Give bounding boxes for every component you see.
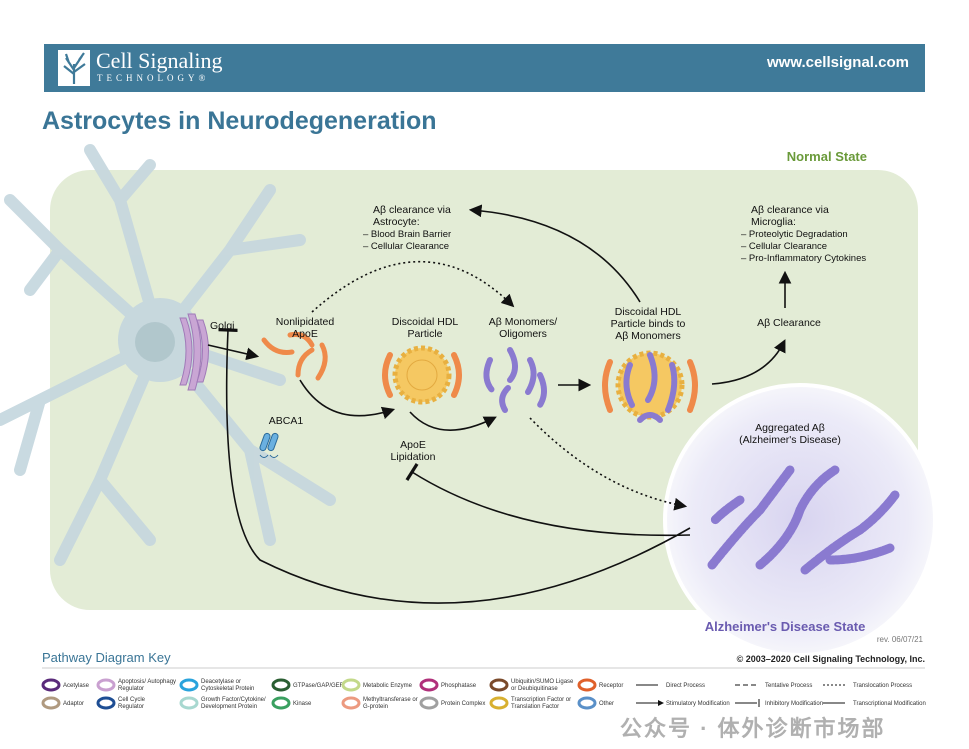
hdl-particle-icon [382, 345, 462, 405]
key-line-label: Direct Process [666, 683, 705, 689]
key-swatch [271, 678, 291, 692]
aggregated-inhibits-golgi [218, 327, 691, 604]
monomers-label: Aβ Monomers/ [489, 316, 558, 328]
aggregated-label: (Alzheimer's Disease) [739, 434, 841, 446]
aggregated-label: Aggregated Aβ [755, 422, 825, 434]
microglia-clearance-label: Aβ clearance via [751, 204, 829, 216]
revision-date: rev. 06/07/21 [876, 635, 923, 644]
golgi-label: Golgi [210, 320, 235, 332]
page-title: Astrocytes in Neurodegeneration [42, 107, 437, 135]
monomers-label: Oligomers [499, 328, 547, 340]
clearance-label: Aβ Clearance [757, 317, 821, 329]
key-arrowhead [658, 700, 664, 706]
microglia-clearance-item: – Cellular Clearance [741, 241, 827, 252]
key-swatch [96, 678, 116, 692]
bound-label: Particle binds to [611, 318, 686, 330]
pathway-arrows [207, 204, 792, 604]
logo-text: Cell Signaling [96, 48, 223, 73]
key-swatch [179, 678, 199, 692]
apoe-to-monomers-tentative-arrow [311, 260, 515, 313]
microglia-clearance-item: – Proteolytic Degradation [741, 229, 848, 240]
disease-state-label: Alzheimer's Disease State [705, 619, 866, 634]
abeta-monomers-icon [483, 347, 547, 413]
key-label: Acetylase [63, 683, 90, 689]
key-swatch [419, 696, 439, 710]
key-label: Adaptor [63, 701, 84, 707]
key-title: Pathway Diagram Key [42, 650, 171, 665]
website-url: www.cellsignal.com [767, 54, 909, 71]
key-swatch [577, 678, 597, 692]
apoe-label: Nonlipidated [276, 316, 335, 328]
watermark: 公众号 · 体外诊断市场部 [620, 716, 886, 741]
microglia-clearance-item: – Pro-Inflammatory Cytokines [741, 253, 866, 264]
apoe-icon [261, 332, 328, 381]
key-label: Phosphatase [441, 683, 477, 689]
apoe-to-hdl-arrow [299, 379, 396, 420]
logo-subtext: TECHNOLOGY® [97, 73, 210, 83]
key-line-label: Inhibitory Modification [765, 701, 823, 707]
apoe-label: ApoE [292, 328, 318, 340]
astro-clearance-label: Astrocyte: [373, 216, 420, 228]
astro-clearance-item: – Cellular Clearance [363, 241, 449, 252]
logo-tree-icon [58, 50, 90, 86]
hdl-to-monomers-arrow [409, 411, 497, 431]
key-label: Growth Factor/Cytokine/Development Prote… [201, 697, 266, 710]
microglia-clearance-label: Microglia: [751, 216, 796, 228]
lipidation-label: Lipidation [391, 451, 436, 463]
key-line-label: Stimulatory Modification [666, 701, 730, 707]
key-label: Kinase [293, 701, 312, 707]
key-label: Other [599, 701, 614, 707]
key-swatch [41, 696, 61, 710]
golgi-icon [179, 313, 209, 391]
key-swatch [341, 696, 361, 710]
bound-label: Discoidal HDL [615, 306, 682, 318]
hdl-label: Particle [407, 328, 442, 340]
key-swatch [577, 696, 597, 710]
key-line-label: Tentative Process [765, 683, 812, 689]
bound-label: Aβ Monomers [615, 330, 681, 342]
key-swatch [489, 678, 509, 692]
hdl-bound-abeta-icon [602, 350, 698, 423]
key-line-label: Transcriptional Modification [853, 701, 926, 707]
copyright: © 2003–2020 Cell Signaling Technology, I… [736, 654, 925, 664]
bound-to-clearance-arrow [711, 339, 786, 385]
key-swatch [179, 696, 199, 710]
key-swatch [96, 696, 116, 710]
aggregated-abeta-icon [707, 465, 900, 575]
key-label: Protein Complex [441, 701, 485, 707]
key-swatch [41, 678, 61, 692]
aggregated-inhibits-lipidation [405, 463, 691, 537]
key-label: Metabolic Enzyme [363, 683, 413, 689]
key-swatch [341, 678, 361, 692]
lipidation-label: ApoE [400, 439, 426, 451]
key-swatch [489, 696, 509, 710]
key-label: Receptor [599, 683, 623, 689]
normal-state-label: Normal State [787, 149, 867, 164]
key-line-label: Translocation Process [853, 683, 912, 689]
abca1-transporter-icon [259, 432, 279, 458]
key-swatch [419, 678, 439, 692]
astro-clearance-item: – Blood Brain Barrier [363, 229, 451, 240]
astro-clearance-label: Aβ clearance via [373, 204, 451, 216]
header-bar: Cell Signaling TECHNOLOGY® www.cellsigna… [44, 44, 925, 92]
key-label: GTPase/GAP/GEF [293, 683, 344, 689]
bound-to-astrocyte-clearance-arrow [468, 204, 641, 303]
hdl-label: Discoidal HDL [392, 316, 459, 328]
abca1-label: ABCA1 [269, 415, 304, 427]
golgi-to-apoe-arrow [207, 344, 260, 361]
key-swatch [271, 696, 291, 710]
